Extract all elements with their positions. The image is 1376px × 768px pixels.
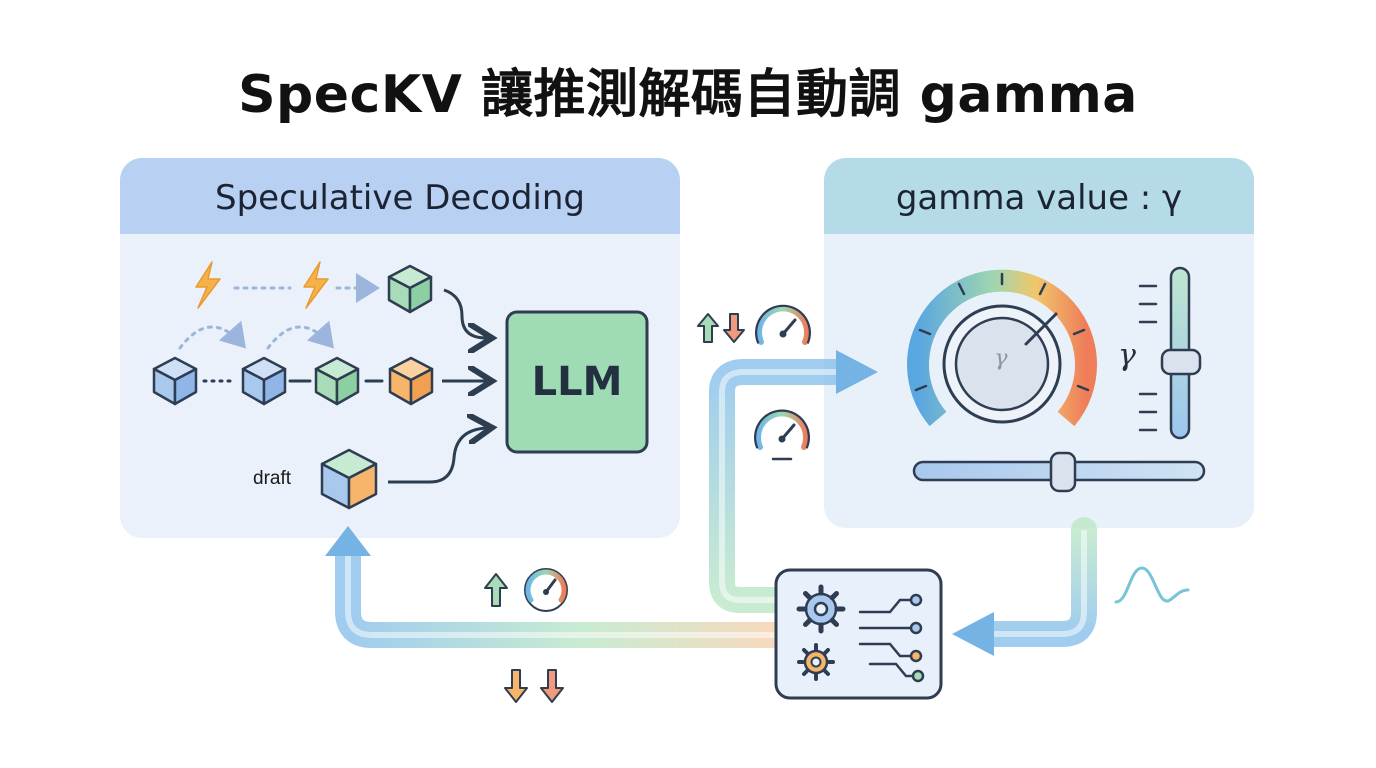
draft-label: draft bbox=[253, 468, 292, 489]
controller-box bbox=[774, 568, 943, 700]
cube-icon bbox=[241, 356, 287, 406]
arrow-down-icon bbox=[540, 669, 564, 703]
gamma-value-header bbox=[824, 158, 1254, 234]
flow-arrow bbox=[388, 428, 486, 484]
gamma-value-title: gamma value : γ bbox=[895, 178, 1183, 218]
loop-arrowhead-right bbox=[836, 350, 878, 394]
flow-arrow bbox=[443, 288, 486, 338]
feedback-loop-bottom bbox=[325, 526, 789, 648]
lightning-icon bbox=[195, 261, 221, 309]
llm-box bbox=[505, 310, 649, 454]
cube-icon bbox=[152, 356, 198, 406]
arrow-down-icon bbox=[504, 669, 528, 703]
wave-icon bbox=[1114, 566, 1190, 604]
gamma-slider-symbol: γ bbox=[1118, 338, 1136, 373]
dial-knob-icon bbox=[907, 269, 1097, 427]
feedback-loop-from-gamma bbox=[952, 517, 1097, 656]
arrow-down-icon bbox=[723, 313, 745, 343]
dotted-arc bbox=[178, 320, 246, 350]
gear-icon bbox=[797, 643, 835, 681]
horizontal-slider-icon bbox=[912, 451, 1206, 493]
lightning-icon bbox=[303, 261, 329, 309]
speculative-decoding-header bbox=[120, 158, 680, 234]
gear-icon bbox=[796, 584, 846, 634]
vertical-slider-icon bbox=[1138, 266, 1202, 440]
dotted-arc bbox=[266, 320, 334, 350]
llm-label: LLM bbox=[531, 359, 623, 405]
gauge-icon bbox=[754, 409, 810, 461]
loop-arrowhead-up bbox=[325, 526, 371, 556]
loop-arrowhead-left bbox=[952, 612, 994, 656]
cube-icon bbox=[314, 356, 360, 406]
gamma-knob-symbol: γ bbox=[994, 346, 1008, 371]
gauge-icon bbox=[755, 304, 811, 345]
cube-icon bbox=[387, 264, 433, 314]
cube-icon bbox=[388, 356, 434, 406]
arrow-up-icon bbox=[484, 573, 508, 607]
circuit-icon bbox=[858, 593, 925, 683]
page-title: SpecKV 讓推測解碼自動調 gamma bbox=[238, 65, 1138, 125]
gauge-icon bbox=[524, 568, 568, 612]
feedback-loop-to-gamma bbox=[709, 350, 878, 613]
arrow-up-icon bbox=[697, 313, 719, 343]
speculative-decoding-title: Speculative Decoding bbox=[215, 178, 585, 218]
draft-cube-icon bbox=[320, 448, 378, 510]
